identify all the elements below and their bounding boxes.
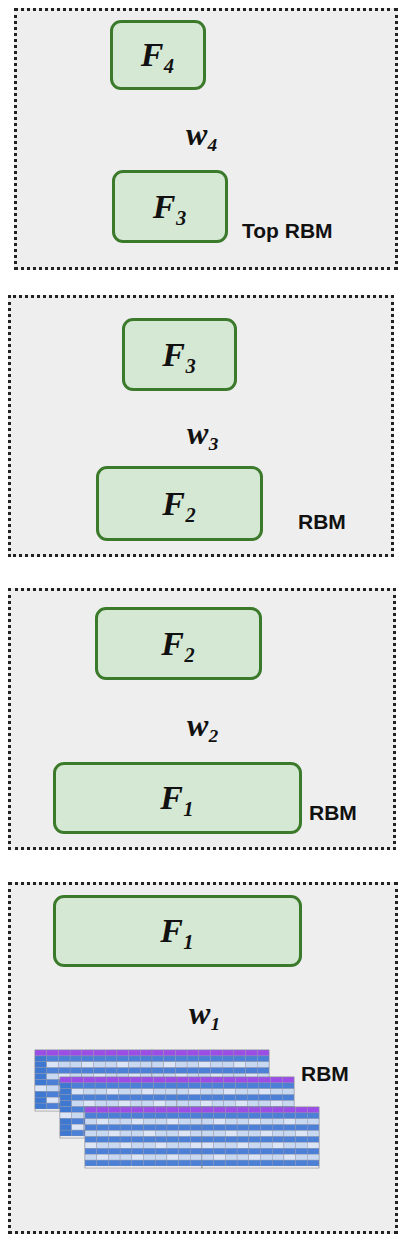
- layer-box: F₃: [122, 318, 237, 391]
- layer-box: F₁: [53, 762, 302, 834]
- layer-name: F₃: [153, 190, 188, 224]
- data-matrix: [152, 1050, 269, 1111]
- layer-box: F₄: [110, 20, 206, 90]
- layer-box: F₁: [53, 895, 302, 967]
- weight-label: w₁: [189, 997, 222, 1029]
- rbm-panel: F₁ RBM: [8, 882, 398, 1234]
- layer-name: F₄: [141, 38, 176, 72]
- data-matrix: [202, 1107, 319, 1168]
- weight-label: w₂: [187, 709, 220, 741]
- rbm-label: Top RBM: [242, 219, 333, 243]
- data-matrix: [177, 1077, 294, 1138]
- layer-box: F₃: [112, 170, 228, 243]
- layer-name: F₂: [161, 627, 196, 661]
- layer-name: F₁: [160, 914, 195, 948]
- layer-box: F₂: [96, 466, 263, 541]
- layer-box: F₂: [95, 607, 262, 680]
- layer-name: F₂: [162, 487, 197, 521]
- data-matrix: [60, 1077, 177, 1138]
- rbm-label: RBM: [301, 1062, 349, 1086]
- rbm-label: RBM: [298, 510, 346, 534]
- weight-label: w₃: [187, 417, 220, 449]
- input-data-grid: [35, 1050, 323, 1168]
- data-matrix: [35, 1050, 152, 1111]
- rbm-label: RBM: [309, 801, 357, 825]
- data-matrix-stack: [35, 1050, 323, 1168]
- data-matrix: [85, 1107, 202, 1168]
- weight-label: w₄: [186, 118, 219, 150]
- layer-name: F₃: [162, 338, 197, 372]
- layer-name: F₁: [160, 781, 195, 815]
